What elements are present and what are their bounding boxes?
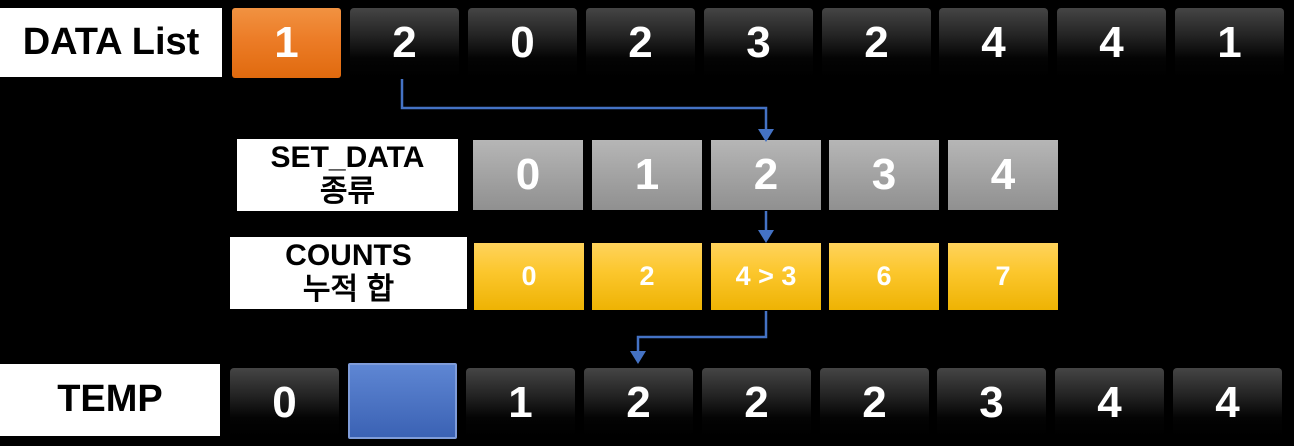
data-list-cell-7: 4 [1057,8,1166,78]
data-list-label: DATA List [0,8,222,77]
temp-cell-3: 2 [584,368,693,437]
data-list-cell-5: 2 [822,8,931,78]
data-list-cell-4: 3 [704,8,813,78]
data-list-cell-3: 2 [586,8,695,78]
set-data-cell-3: 3 [829,140,939,210]
counts-label-line2: 누적 합 [302,273,395,306]
set-data-cell-2: 2 [711,140,821,210]
arrow-data-2-to-set-data-2 [400,79,774,142]
set-data-cell-4: 4 [948,140,1058,210]
set-data-cell-1: 1 [592,140,702,210]
temp-label-text: TEMP [57,378,163,421]
counts-cell-4: 7 [948,243,1058,310]
arrow-counts-to-temp [630,311,768,364]
counts-label: COUNTS 누적 합 [230,237,467,309]
temp-cell-6: 3 [937,368,1046,437]
data-list-cell-1: 2 [350,8,459,78]
temp-cell-7: 4 [1055,368,1164,437]
temp-cell-1 [348,363,457,439]
set-data-cell-0: 0 [473,140,583,210]
set-data-label-line2: 종류 [319,175,376,208]
temp-cell-4: 2 [702,368,811,437]
temp-label: TEMP [0,364,220,436]
set-data-label-line1: SET_DATA [270,140,425,174]
counts-cell-1: 2 [592,243,702,310]
counts-label-line1: COUNTS [285,238,412,272]
temp-cell-0: 0 [230,368,339,437]
counts-cell-0: 0 [474,243,584,310]
data-list-cell-8: 1 [1175,8,1284,78]
arrow-set-data-2-to-counts [758,211,774,243]
temp-cell-8: 4 [1173,368,1282,437]
data-list-cell-0: 1 [232,8,341,78]
data-list-cell-6: 4 [939,8,1048,78]
data-list-label-text: DATA List [22,20,200,63]
set-data-label: SET_DATA 종류 [237,139,458,211]
data-list-cell-2: 0 [468,8,577,78]
counts-cell-2: 4 > 3 [711,243,821,310]
temp-cell-5: 2 [820,368,929,437]
counts-cell-3: 6 [829,243,939,310]
temp-cell-2: 1 [466,368,575,437]
